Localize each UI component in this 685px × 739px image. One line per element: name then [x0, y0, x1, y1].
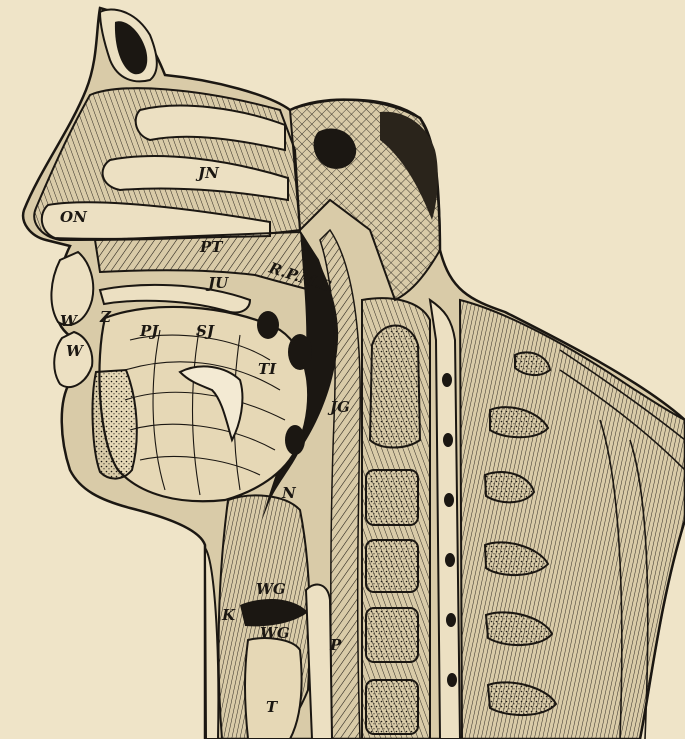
posterior-neck-muscles: [460, 300, 685, 739]
label-t: T: [266, 698, 279, 716]
label-z: Z: [99, 308, 112, 326]
mandible: [93, 370, 137, 479]
label-w1: W: [60, 312, 79, 330]
label-sj: SJ: [196, 322, 215, 340]
label-jn: JN: [195, 164, 220, 182]
label-w2: W: [66, 342, 85, 360]
label-pt: PT: [199, 238, 224, 256]
label-n: N: [281, 484, 297, 502]
label-k: K: [221, 606, 236, 624]
label-on: ON: [60, 208, 88, 226]
label-wg1: WG: [256, 580, 286, 598]
label-ti: TI: [258, 360, 277, 378]
label-jg: JG: [327, 398, 350, 416]
label-p: P: [329, 636, 342, 654]
trachea-airway: [245, 638, 302, 739]
label-wg2: WG: [260, 624, 290, 642]
label-pj: PJ: [139, 322, 159, 340]
label-ju: JU: [205, 274, 229, 292]
